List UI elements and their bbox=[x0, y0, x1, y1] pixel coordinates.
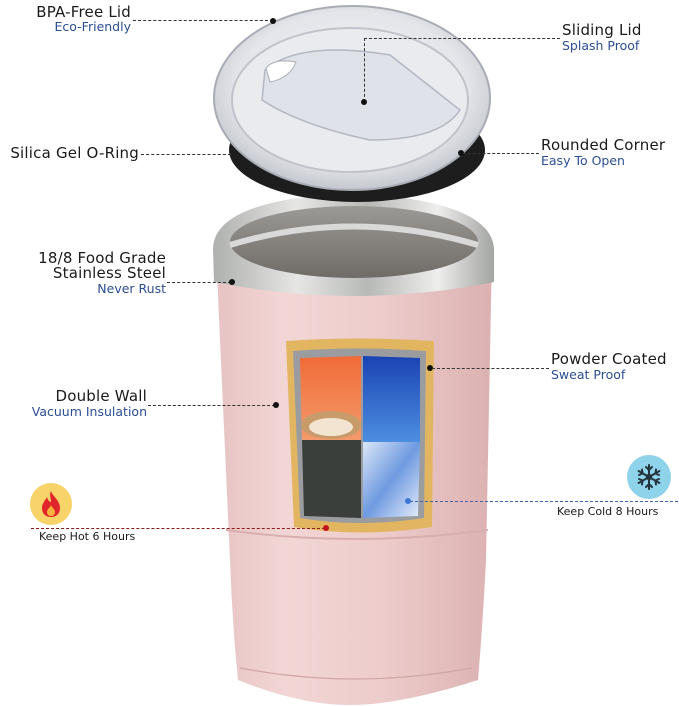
callout-title: Rounded Corner bbox=[541, 136, 666, 154]
temperature-label-panel bbox=[286, 338, 434, 533]
snowflake-icon bbox=[627, 455, 671, 499]
steel-rim bbox=[213, 193, 494, 296]
callout-subtitle: Sweat Proof bbox=[551, 367, 626, 382]
callout-title: Double Wall bbox=[55, 387, 147, 405]
leader-line-powder-coated bbox=[432, 368, 549, 369]
leader-dot-powder-coated bbox=[427, 365, 433, 371]
callout-subtitle: Eco-Friendly bbox=[54, 19, 131, 34]
callout-title-line1: 18/8 Food Grade bbox=[38, 249, 166, 267]
leader-line-rounded-corner bbox=[463, 153, 539, 154]
callout-double-wall: Double Wall Vacuum Insulation bbox=[32, 388, 147, 419]
leader-line-double-wall bbox=[148, 405, 275, 406]
callout-title: BPA-Free Lid bbox=[36, 3, 131, 21]
leader-line-stainless-steel bbox=[167, 282, 231, 283]
callout-subtitle: Easy To Open bbox=[541, 153, 625, 168]
leader-dot-double-wall bbox=[273, 402, 279, 408]
callout-bpa-free-lid: BPA-Free Lid Eco-Friendly bbox=[36, 4, 131, 34]
callout-title: Sliding Lid bbox=[562, 21, 642, 39]
leader-line-bpa-free-lid bbox=[133, 20, 273, 21]
callout-title: Silica Gel O-Ring bbox=[10, 144, 139, 162]
callout-sliding-lid: Sliding Lid Splash Proof bbox=[562, 22, 642, 53]
leader-dot-rounded-corner bbox=[458, 150, 464, 156]
keep-hot-label: Keep Hot 6 Hours bbox=[39, 530, 136, 543]
leader-dot-keep-hot bbox=[323, 525, 329, 531]
leader-dot-sliding-lid bbox=[361, 99, 367, 105]
leader-line-keep-hot bbox=[31, 528, 325, 529]
leader-line-sliding-lid bbox=[364, 38, 560, 39]
callout-subtitle: Never Rust bbox=[97, 281, 166, 296]
callout-title: Powder Coated bbox=[551, 350, 667, 368]
keep-cold-label: Keep Cold 8 Hours bbox=[557, 505, 659, 518]
callout-subtitle: Vacuum Insulation bbox=[31, 404, 147, 419]
callout-powder-coated: Powder Coated Sweat Proof bbox=[551, 351, 667, 382]
leader-dot-keep-cold bbox=[405, 498, 411, 504]
callout-rounded-corner: Rounded Corner Easy To Open bbox=[541, 137, 665, 168]
flame-icon bbox=[30, 483, 72, 525]
leader-line-silica-gel-o-ring bbox=[141, 154, 231, 155]
lid bbox=[213, 5, 491, 202]
callout-silica-gel-o-ring: Silica Gel O-Ring bbox=[10, 145, 139, 162]
leader-dot-bpa-free-lid bbox=[270, 18, 276, 24]
leader-line-keep-cold bbox=[410, 501, 678, 502]
leader-vline-sliding-lid bbox=[364, 38, 365, 102]
callout-stainless-steel: 18/8 Food Grade Stainless Steel Never Ru… bbox=[38, 250, 166, 296]
leader-dot-stainless-steel bbox=[229, 279, 235, 285]
callout-title-line2: Stainless Steel bbox=[52, 264, 166, 282]
callout-subtitle: Splash Proof bbox=[562, 38, 640, 53]
